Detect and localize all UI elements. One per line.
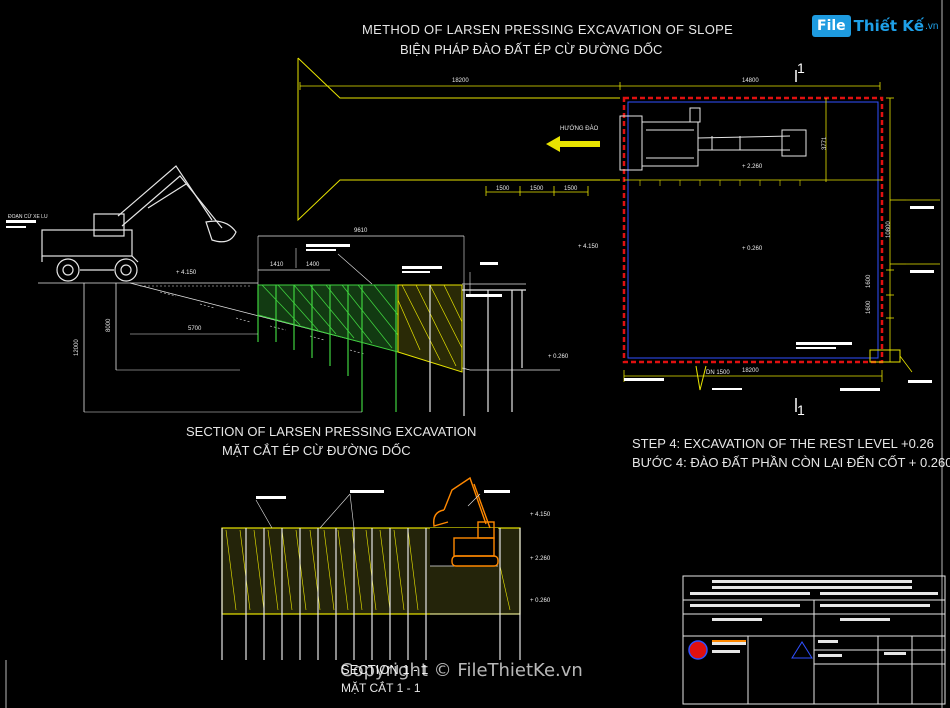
plan-level-2: + 0.260 <box>742 246 763 252</box>
section-1-1 <box>221 476 521 660</box>
cut-marker-top: 1 <box>797 60 805 76</box>
plan-direction-label: HƯỚNG ĐÀO <box>560 126 599 132</box>
plan-view <box>297 57 940 412</box>
plan-dn-label: DN 1500 <box>706 370 730 376</box>
section-dim-top: 9610 <box>354 228 368 234</box>
section-title-en: SECTION OF LARSEN PRESSING EXCAVATION <box>186 424 477 439</box>
plan-level-3: + 4.150 <box>578 244 599 250</box>
plan-dim-top-right: 14800 <box>742 78 759 84</box>
step-title-vi: BƯỚC 4: ĐÀO ĐẤT PHẦN CÒN LẠI ĐẾN CỐT + 0… <box>632 455 950 470</box>
piles-green <box>257 285 397 412</box>
watermark: Copyright © FileThietKe.vn <box>340 660 583 681</box>
plan-dim-top-left: 18200 <box>452 78 469 84</box>
section-label-left: ĐOẠN CỪ XE LU <box>8 214 48 220</box>
section-level-top: + 4.150 <box>176 270 197 276</box>
site-logo[interactable]: File Thiết Kế .vn <box>812 12 938 40</box>
ramp-outline <box>297 58 620 222</box>
section-dim-a: 1410 <box>270 262 284 268</box>
cut-marker-bottom: 1 <box>797 402 805 418</box>
section-dim-vert-2: 12000 <box>74 339 80 356</box>
section-dim-b: 1400 <box>306 262 320 268</box>
section-level-bottom: + 0.260 <box>548 354 569 360</box>
slope-section <box>6 165 560 416</box>
excavator-plan-icon <box>619 107 807 171</box>
excavator-orange-icon <box>433 476 499 567</box>
title-block <box>682 575 946 705</box>
ramp-outline-top <box>297 57 620 99</box>
plan-level-1: + 2.260 <box>742 164 763 170</box>
sheet-pile-zone <box>257 284 399 353</box>
plan-dim-right-a: 3771 <box>822 136 828 150</box>
section11-title-en: SECTION 1 - 1 <box>341 662 429 677</box>
logo-rest-text: Thiết Kế <box>853 17 925 35</box>
logo-domain-text: .vn <box>925 20 939 32</box>
plan-dim-bottom: 18200 <box>742 368 759 374</box>
section11-level-bot: + 0.260 <box>530 598 551 604</box>
plan-dim-small-3: 1500 <box>564 186 578 192</box>
step-title-en: STEP 4: EXCAVATION OF THE REST LEVEL +0.… <box>632 436 934 451</box>
plan-dim-right-d: 1600 <box>866 300 872 314</box>
plan-dim-small-1: 1500 <box>496 186 510 192</box>
section-dim-vert-1: 8000 <box>106 318 112 332</box>
excavation-pit <box>622 96 884 364</box>
excavator-side-icon <box>41 165 237 282</box>
piles-white <box>429 285 523 416</box>
logo-box-text: File <box>812 15 851 37</box>
section11-level-top: + 4.150 <box>530 512 551 518</box>
plan-dim-small-2: 1500 <box>530 186 544 192</box>
method-title-en: METHOD OF LARSEN PRESSING EXCAVATION OF … <box>362 22 734 37</box>
section-title-vi: MẶT CẮT ÉP CỪ ĐƯỜNG DỐC <box>222 443 411 458</box>
section11-piles <box>221 528 521 660</box>
section-dim-5700: 5700 <box>188 326 202 332</box>
label-bars <box>624 206 934 391</box>
section11-level-mid: + 2.260 <box>530 556 551 562</box>
tick-row <box>639 180 801 186</box>
plan-dim-right-b: 10800 <box>886 221 892 238</box>
method-title-vi: BIỆN PHÁP ĐÀO ĐẤT ÉP CỪ ĐƯỜNG DỐC <box>400 42 663 57</box>
plan-dim-right-c: 1600 <box>866 274 872 288</box>
direction-arrow <box>546 136 600 152</box>
section11-title-vi: MẶT CẮT 1 - 1 <box>341 681 421 695</box>
